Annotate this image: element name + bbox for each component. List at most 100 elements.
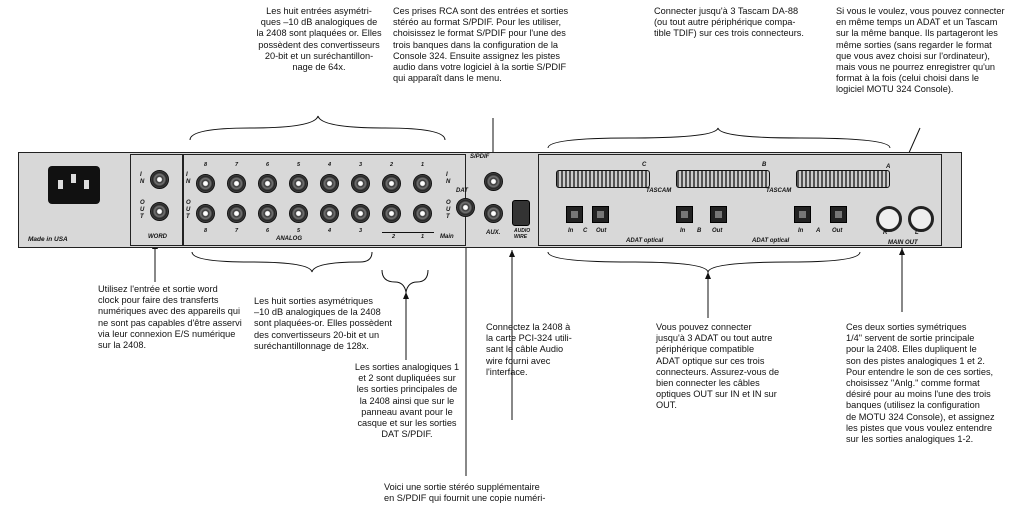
output-number: 7 <box>235 228 239 234</box>
adat-b-in-label: In <box>680 228 686 234</box>
analog-out-1-jack[interactable] <box>413 204 432 223</box>
main-out-l-label: L <box>915 230 919 236</box>
word-out-label: O U T <box>140 200 145 220</box>
analog-out-label: O U T <box>186 200 191 220</box>
note-word-clock: Utilisez l'entrée et sortie word clock p… <box>98 284 242 351</box>
adat-c-bank-label: C <box>583 228 588 234</box>
main-out-label: MAIN OUT <box>888 240 918 246</box>
output-number: 4 <box>328 228 332 234</box>
analog-in-label: I N <box>186 172 191 185</box>
analog-out-2-jack[interactable] <box>382 204 401 223</box>
input-number: 8 <box>204 162 208 168</box>
outputs-brace <box>191 251 373 273</box>
note-analog-inputs: Les huit entrées asymétri- ques –10 dB a… <box>256 6 382 73</box>
note-pci: Connectez la 2408 à la carte PCI-324 uti… <box>486 322 572 377</box>
analog-out-4-jack[interactable] <box>320 204 339 223</box>
word-in-jack[interactable] <box>150 170 169 189</box>
analog-out-3-jack[interactable] <box>351 204 370 223</box>
spdif-in-jack[interactable] <box>484 172 503 191</box>
tascam-a-connector[interactable] <box>796 170 890 188</box>
spdif-aux-jack[interactable] <box>484 204 503 223</box>
tascam-c-connector[interactable] <box>556 170 650 188</box>
main-number-1: 1 <box>421 234 425 240</box>
main-out-right-jack[interactable] <box>876 206 902 232</box>
dat-spdif-out-jack[interactable] <box>456 198 475 217</box>
made-in-label: Made in USA <box>28 236 68 243</box>
tascam-label-b: TASCAM <box>766 188 792 194</box>
aux-label: AUX. <box>486 230 501 236</box>
word-label: WORD <box>148 234 167 240</box>
main-out-r-label: R <box>883 230 888 236</box>
adat-optical-label-1: ADAT optical <box>626 238 664 244</box>
adat-a-in-label: In <box>798 228 804 234</box>
adat-a-in-port[interactable] <box>794 206 811 223</box>
bank-c-label: C <box>642 162 647 168</box>
dat-in-label: I N <box>446 172 451 185</box>
tascam-brace <box>547 127 891 149</box>
analog-in-7-jack[interactable] <box>227 174 246 193</box>
inputs-brace <box>189 115 446 141</box>
adat-optical-label-2: ADAT optical <box>752 238 790 244</box>
adat-b-in-port[interactable] <box>676 206 693 223</box>
analog-out-6-jack[interactable] <box>258 204 277 223</box>
tascam-b-connector[interactable] <box>676 170 770 188</box>
note-analog-outputs: Les huit sorties asymétriques –10 dB ana… <box>254 296 392 351</box>
dat-label: DAT <box>456 188 468 194</box>
arrowhead <box>509 250 515 257</box>
analog-in-1-jack[interactable] <box>413 174 432 193</box>
note-tascam: Connecter jusqu'à 3 Tascam DA-88 (ou tou… <box>654 6 804 39</box>
digital-section <box>538 154 942 246</box>
analog-in-4-jack[interactable] <box>320 174 339 193</box>
note-spdif-dat: Voici une sortie stéréo supplémentaire e… <box>384 482 546 504</box>
analog-in-2-jack[interactable] <box>382 174 401 193</box>
adat-c-in-label: In <box>568 228 574 234</box>
analog-in-3-jack[interactable] <box>351 174 370 193</box>
adat-c-in-port[interactable] <box>566 206 583 223</box>
input-number: 6 <box>266 162 270 168</box>
main-out-left-jack[interactable] <box>908 206 934 232</box>
adat-b-out-label: Out <box>712 228 723 234</box>
note-analog-1-2: Les sorties analogiques 1 et 2 sont dupl… <box>354 362 460 440</box>
analog-out-7-jack[interactable] <box>227 204 246 223</box>
analog-in-6-jack[interactable] <box>258 174 277 193</box>
main-label: Main <box>440 234 454 240</box>
spdif-label: S/PDIF <box>470 154 490 160</box>
adat-c-out-label: Out <box>596 228 607 234</box>
note-adat-optical: Vous pouvez connecter jusqu'à 3 ADAT ou … <box>656 322 780 411</box>
analog-in-8-jack[interactable] <box>196 174 215 193</box>
bank-b-label: B <box>762 162 767 168</box>
adat-b-out-port[interactable] <box>710 206 727 223</box>
input-number: 1 <box>421 162 425 168</box>
adat-c-out-port[interactable] <box>592 206 609 223</box>
word-out-jack[interactable] <box>150 202 169 221</box>
analog12-brace <box>381 269 429 293</box>
main-number-2: 2 <box>392 234 396 240</box>
arrowhead <box>403 292 409 299</box>
arrowhead <box>899 248 905 255</box>
power-inlet <box>48 166 100 204</box>
input-number: 2 <box>390 162 394 168</box>
input-number: 7 <box>235 162 239 168</box>
word-clock-section <box>130 154 184 246</box>
adat-a-out-label: Out <box>832 228 843 234</box>
output-number: 6 <box>266 228 270 234</box>
adat-a-bank-label: A <box>816 228 821 234</box>
audio-wire-label: AUDIO WIRE <box>514 228 531 240</box>
adat-brace <box>547 251 861 273</box>
input-number: 4 <box>328 162 332 168</box>
note-adat-tascam: Si vous le voulez, vous pouvez connecter… <box>836 6 1005 95</box>
output-number: 8 <box>204 228 208 234</box>
audio-wire-connector[interactable] <box>512 200 530 226</box>
rear-panel <box>18 152 962 248</box>
arrowhead <box>705 272 711 279</box>
analog-out-8-jack[interactable] <box>196 204 215 223</box>
output-number: 3 <box>359 228 363 234</box>
analog-out-5-jack[interactable] <box>289 204 308 223</box>
analog-label: ANALOG <box>276 236 302 242</box>
dat-out-label: O U T <box>446 200 451 220</box>
adat-a-out-port[interactable] <box>830 206 847 223</box>
adat-b-bank-label: B <box>697 228 702 234</box>
note-main-out: Ces deux sorties symétriques 1/4" serven… <box>846 322 995 445</box>
note-spdif: Ces prises RCA sont des entrées et sorti… <box>393 6 569 84</box>
analog-in-5-jack[interactable] <box>289 174 308 193</box>
